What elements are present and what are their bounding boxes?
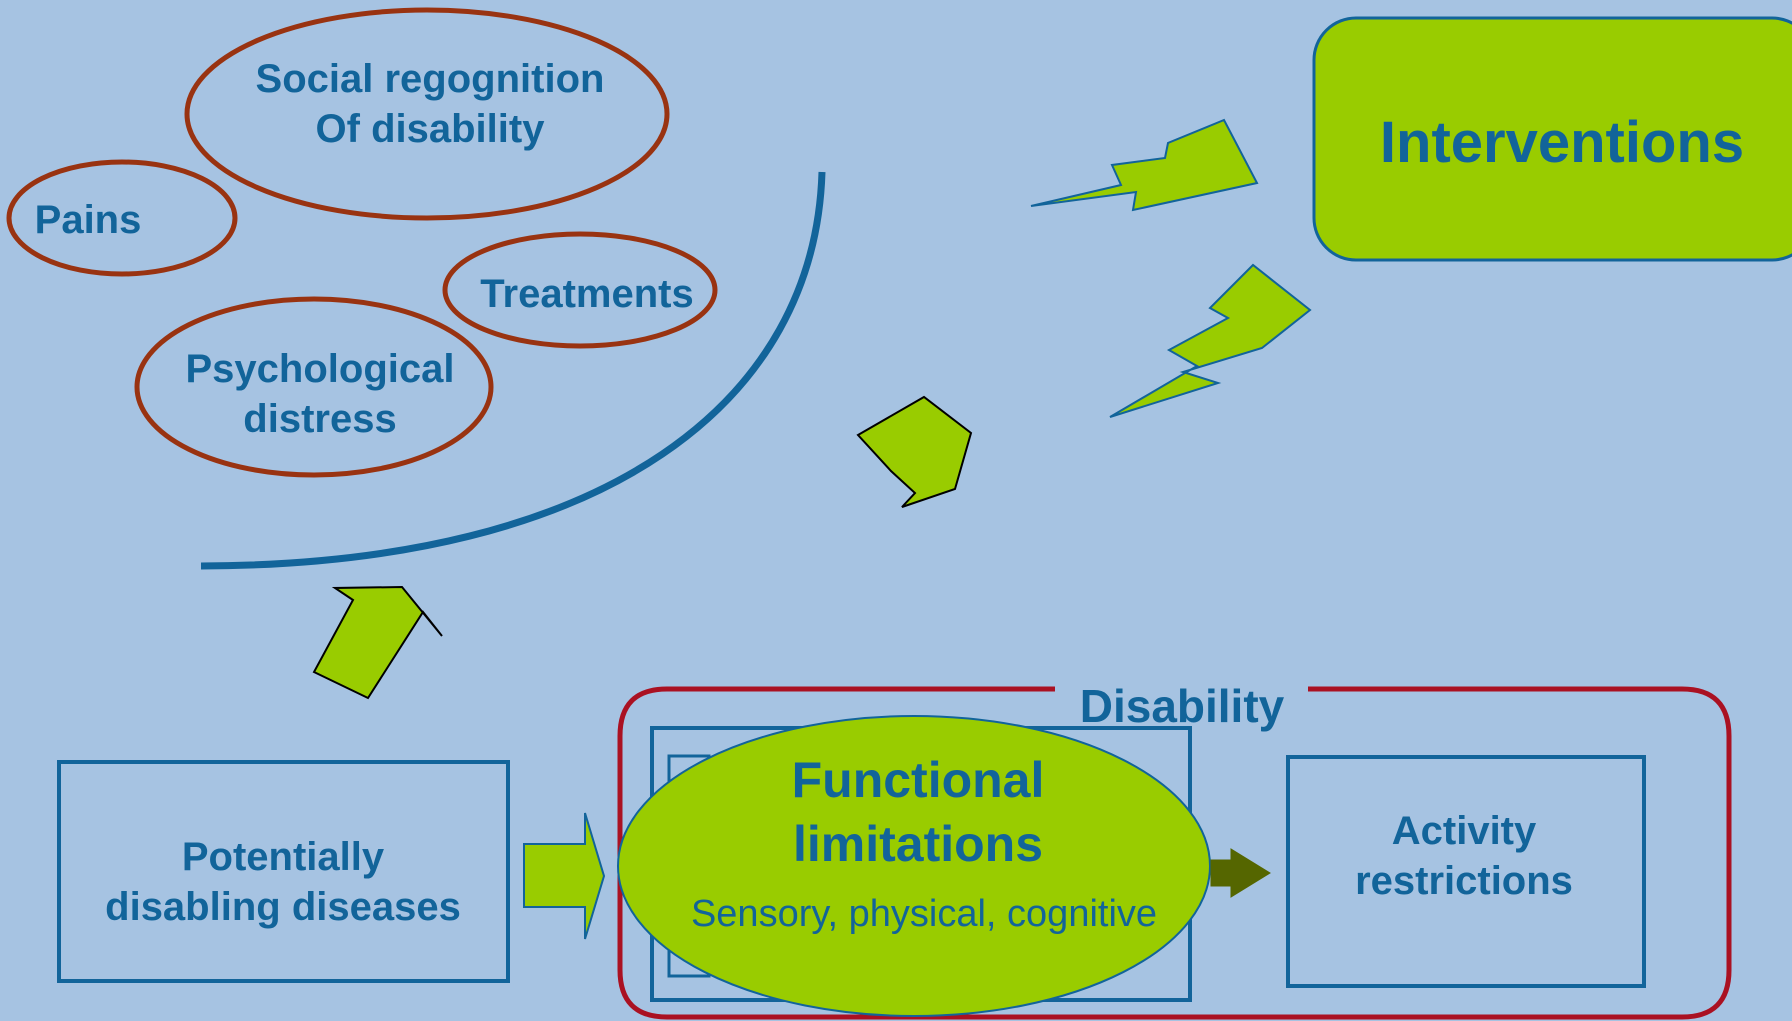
arrow-small-right-icon (1210, 848, 1271, 898)
lightning-bolt-upper-icon (1030, 118, 1259, 212)
potentially-disabling-diseases-box: Potentially disabling diseases (57, 760, 510, 983)
activity-restrictions-line2: restrictions (1355, 859, 1573, 903)
oval-social-recognition: Social regognition Of disability (184, 7, 670, 221)
potentially-disabling-line1: Potentially (182, 835, 385, 879)
functional-limitations-line1: Functional (792, 752, 1045, 808)
psychological-distress-line1: Psychological (186, 347, 455, 391)
disability-title: Disability (1080, 680, 1285, 732)
disability-frame: Disability (617, 680, 1732, 1020)
arrow-down-right-icon (856, 395, 973, 508)
social-recognition-line2: Of disability (316, 107, 546, 151)
lightning-bolt-lower-icon (1109, 263, 1312, 418)
activity-restrictions-line1: Activity (1392, 809, 1537, 853)
social-recognition-line1: Social regognition (256, 57, 605, 101)
oval-treatments: Treatments (442, 231, 718, 349)
arrow-right-icon (523, 812, 606, 940)
oval-pains: Pains (6, 159, 238, 277)
potentially-disabling-line2: disabling diseases (105, 885, 461, 929)
functional-limitations-line2: limitations (793, 816, 1043, 872)
interventions-label: Interventions (1380, 110, 1744, 175)
functional-limitations-subtitle: Sensory, physical, cognitive (691, 893, 1157, 935)
psychological-distress-line2: distress (243, 397, 396, 441)
treatments-label: Treatments (480, 272, 693, 316)
pains-label: Pains (35, 198, 142, 242)
activity-restrictions-box: Activity restrictions (1286, 755, 1646, 988)
interventions-box: Interventions (1312, 16, 1792, 262)
boundary-curve (200, 171, 826, 570)
functional-limitations: Functional limitations Sensory, physical… (617, 715, 1211, 1017)
arrow-up-icon (312, 585, 443, 700)
oval-psychological-distress: Psychological distress (134, 296, 494, 478)
